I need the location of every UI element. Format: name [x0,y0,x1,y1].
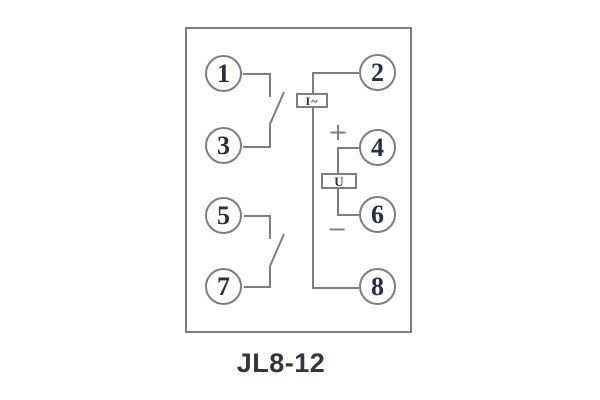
wire-terminal1-drop [269,73,271,97]
switch-blade-1-3 [269,91,285,125]
wire-terminal8-lead [312,287,359,289]
minus-sign: − [326,215,348,243]
terminal-5: 5 [205,197,242,234]
current-coil-box: I~ [296,93,328,108]
wire-terminal6-lead [337,214,359,216]
wire-terminal4-drop [337,147,339,173]
terminal-6: 6 [359,196,396,233]
wire-terminal4-lead [337,147,359,149]
terminal-4: 4 [359,129,396,166]
terminal-2: 2 [359,54,396,91]
wire-trunk-top [312,72,314,93]
wire-terminal5-lead [244,215,270,217]
wire-terminal7-rise [269,266,271,288]
model-caption: JL8-12 [236,348,326,378]
terminal-7: 7 [205,268,242,305]
terminal-3: 3 [205,127,242,164]
plus-sign: + [327,118,349,146]
switch-blade-5-7 [269,233,285,267]
terminal-8: 8 [359,268,396,305]
wire-terminal7-lead [244,286,270,288]
wire-terminal2-lead [312,72,359,74]
wire-terminal3-rise [269,124,271,148]
terminal-1: 1 [205,55,242,92]
voltage-coil-box: U [321,173,357,189]
wire-terminal3-lead [243,146,270,148]
wire-terminal5-drop [269,215,271,239]
wire-trunk-main [312,108,314,289]
wire-terminal1-lead [243,73,270,75]
wire-terminal6-rise [337,189,339,216]
